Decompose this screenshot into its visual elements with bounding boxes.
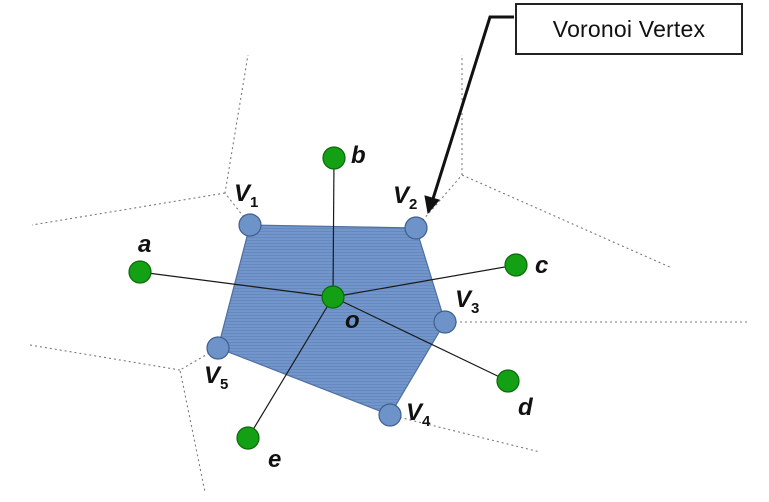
- line-o-to-b: [332, 157, 335, 298]
- vertex-label-v4: V4: [406, 399, 431, 430]
- dotted-voronoi-edges: [29, 54, 748, 493]
- voronoi-cell-o: [217, 224, 446, 416]
- edge-v5-lower: [179, 347, 219, 493]
- voronoi-sites: [128, 146, 528, 450]
- voronoi-vertex-v5: [206, 336, 230, 360]
- site-d: [496, 369, 520, 393]
- vertex-label-v1: V1: [234, 180, 258, 211]
- site-label-o: o: [345, 307, 360, 334]
- edge-v4-lower: [389, 414, 541, 453]
- edge-v5-left: [29, 344, 181, 371]
- voronoi-vertex-callout-box: Voronoi Vertex: [515, 3, 743, 55]
- line-o-to-a: [139, 271, 334, 298]
- voronoi-vertex-v2: [404, 216, 428, 240]
- site-label-d: d: [518, 394, 534, 421]
- voronoi-vertex-v1: [238, 213, 262, 237]
- site-label-b: b: [351, 142, 366, 169]
- site-label-a: a: [138, 231, 151, 258]
- line-o-to-e: [247, 296, 334, 439]
- callout-arrow: [424, 15, 514, 215]
- edge-v1-left: [31, 192, 226, 226]
- site-labels: o a b c d e: [138, 142, 548, 473]
- site-label-e: e: [268, 446, 281, 473]
- vertex-label-v3: V3: [455, 286, 479, 317]
- vertex-label-v5: V5: [204, 362, 228, 393]
- line-o-to-c: [332, 264, 517, 298]
- vertex-label-v2: V2: [393, 182, 417, 213]
- vertex-labels: V1 V2 V3 V4 V5: [204, 180, 479, 430]
- site-a: [128, 260, 152, 284]
- voronoi-vertex-v3: [433, 310, 457, 334]
- voronoi-vertices: [206, 213, 457, 427]
- site-label-c: c: [535, 252, 548, 279]
- site-c: [504, 253, 528, 277]
- edge-v2-right: [461, 174, 673, 269]
- callout-label: Voronoi Vertex: [552, 15, 706, 42]
- voronoi-vertex-v4: [378, 403, 402, 427]
- site-e: [236, 426, 260, 450]
- line-o-to-d: [332, 296, 509, 382]
- site-connection-lines: [139, 157, 517, 439]
- edge-v2-upper: [415, 55, 463, 229]
- site-o: [321, 285, 345, 309]
- site-b: [322, 146, 346, 170]
